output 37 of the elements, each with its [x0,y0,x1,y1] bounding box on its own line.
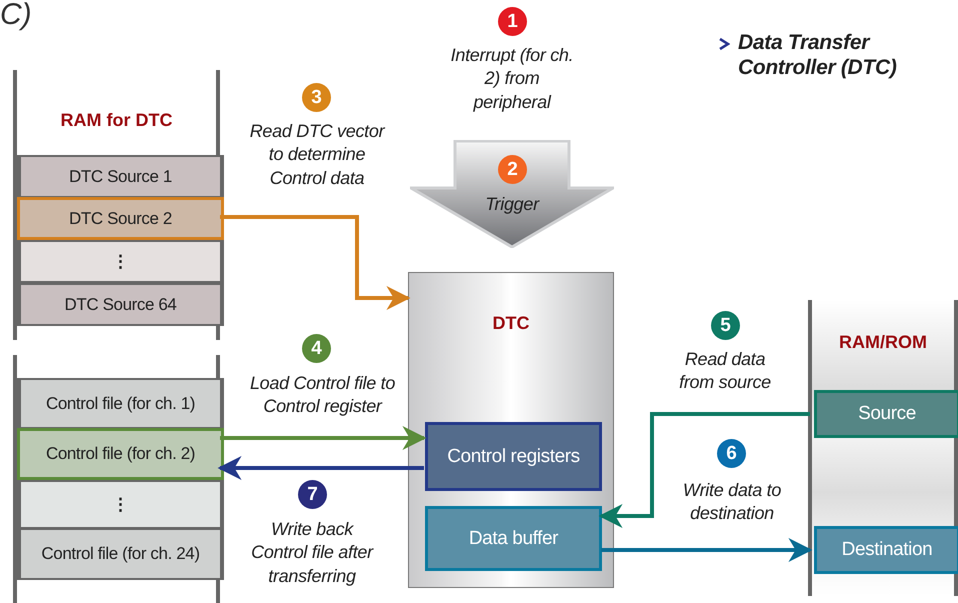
arrow [220,215,410,310]
memory-row: DTC Source 2 [17,197,224,240]
memory-row: ⋮ [17,240,224,283]
column-heading: RAM for DTC [60,110,174,131]
step-number: 4 [302,334,331,363]
arrow [598,412,810,528]
controller-box [408,272,614,588]
edge-label: Read DTC vector to determine Control data [248,120,386,190]
memory-row: Control file (for ch. 1) [17,378,224,429]
arrow-label: Trigger [484,193,541,216]
step-number: 5 [711,311,740,340]
step-number: 6 [717,439,746,468]
edge-label: Read data from source [678,348,772,394]
column-heading: RAM/ROM [838,332,928,353]
edge-label: Write back Control file after transferring [250,518,375,588]
heading-fragment: C) [0,0,32,30]
arrow [218,456,424,480]
step-description: Interrupt (for ch. 2) from peripheral [450,44,574,114]
register-box: Control registers [425,422,602,491]
register-box: Source [814,390,958,438]
edge-label: Write data to destination [682,479,782,526]
register-box: Destination [814,526,958,574]
memory-row: DTC Source 64 [17,283,224,326]
step-number: 3 [302,83,331,112]
edge-label: Load Control file to Control register [248,372,396,418]
memory-row: Control file (for ch. 2) [17,428,224,480]
title: Data Transfer Controller (DTC) [738,30,898,80]
memory-row: ⋮ [17,480,224,529]
arrow [220,426,426,450]
memory-row: Control file (for ch. 24) [17,528,224,580]
memory-row: DTC Source 1 [17,155,224,198]
step-number: 1 [498,7,527,36]
arrow [601,538,812,562]
step-number: 7 [298,480,327,509]
block-heading: DTC [492,313,530,334]
register-box: Data buffer [425,506,602,571]
down-arrow-shape [410,140,614,248]
